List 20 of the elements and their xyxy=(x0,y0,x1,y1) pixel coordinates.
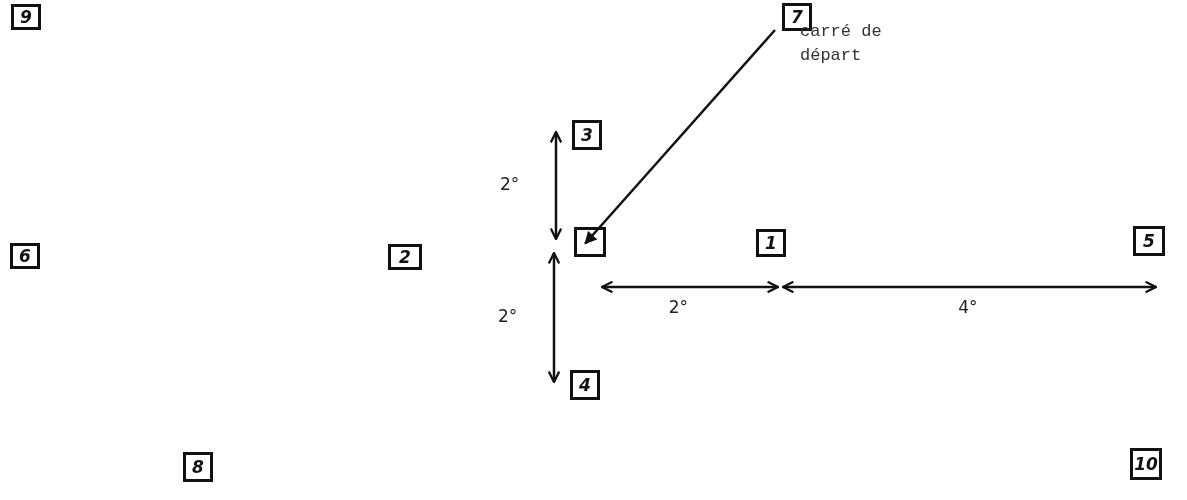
edge-label: 2° xyxy=(498,305,518,326)
numbered-square: 5 xyxy=(1133,226,1165,256)
edge-label: 4° xyxy=(958,297,978,317)
edge-label: 2° xyxy=(500,173,520,194)
numbered-square: 4 xyxy=(570,370,600,400)
edge-label: 2° xyxy=(668,297,689,317)
numbered-square: 9 xyxy=(11,4,41,30)
leader-line xyxy=(584,29,776,245)
numbered-square: 10 xyxy=(1130,448,1162,480)
double-arrow xyxy=(547,251,561,384)
numbered-square: 2 xyxy=(388,244,422,270)
double-arrow xyxy=(600,280,780,294)
double-arrow xyxy=(781,280,1158,294)
numbered-square: 1 xyxy=(756,229,786,257)
numbered-square: 7 xyxy=(782,3,812,31)
numbered-square: 3 xyxy=(572,120,602,150)
double-arrow xyxy=(549,130,563,241)
numbered-square: 6 xyxy=(10,243,40,269)
numbered-square: 8 xyxy=(183,452,213,482)
start-square xyxy=(574,227,606,257)
